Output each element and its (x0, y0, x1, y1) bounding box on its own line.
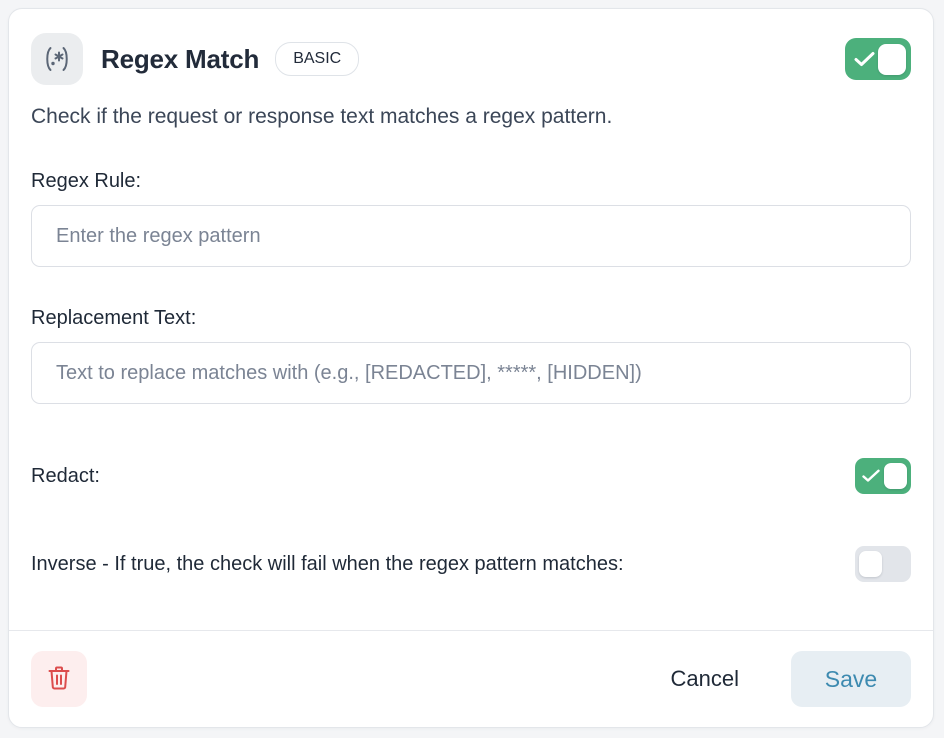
inverse-toggle[interactable] (855, 546, 911, 583)
check-icon (845, 38, 875, 80)
redact-row: Redact: (31, 458, 911, 495)
cancel-button[interactable]: Cancel (657, 656, 753, 702)
replacement-text-label: Replacement Text: (31, 307, 197, 330)
trash-icon (46, 664, 72, 695)
check-icon (855, 458, 880, 494)
regex-pattern-icon (31, 33, 83, 85)
save-button[interactable]: Save (791, 651, 911, 707)
card-body: Regex Match BASIC Check if the request o… (9, 9, 933, 630)
inverse-label: Inverse - If true, the check will fail w… (31, 552, 624, 575)
regex-rule-input[interactable] (31, 205, 911, 268)
redact-label: Redact: (31, 464, 100, 487)
toggle-knob (859, 551, 882, 578)
rule-description: Check if the request or response text ma… (31, 105, 613, 128)
redact-toggle[interactable] (855, 458, 911, 495)
inverse-row: Inverse - If true, the check will fail w… (31, 546, 911, 583)
regex-match-rule-card: Regex Match BASIC Check if the request o… (8, 8, 934, 728)
regex-rule-label: Regex Rule: (31, 170, 142, 193)
rule-enabled-toggle[interactable] (845, 38, 911, 80)
delete-button[interactable] (31, 651, 87, 707)
page-title: Regex Match (101, 43, 260, 74)
toggle-knob (884, 463, 907, 490)
status-badge: BASIC (275, 42, 360, 76)
replacement-text-input[interactable] (31, 342, 911, 405)
toggle-knob (878, 43, 906, 75)
card-header: Regex Match BASIC (31, 31, 911, 87)
card-footer: Cancel Save (9, 630, 933, 727)
